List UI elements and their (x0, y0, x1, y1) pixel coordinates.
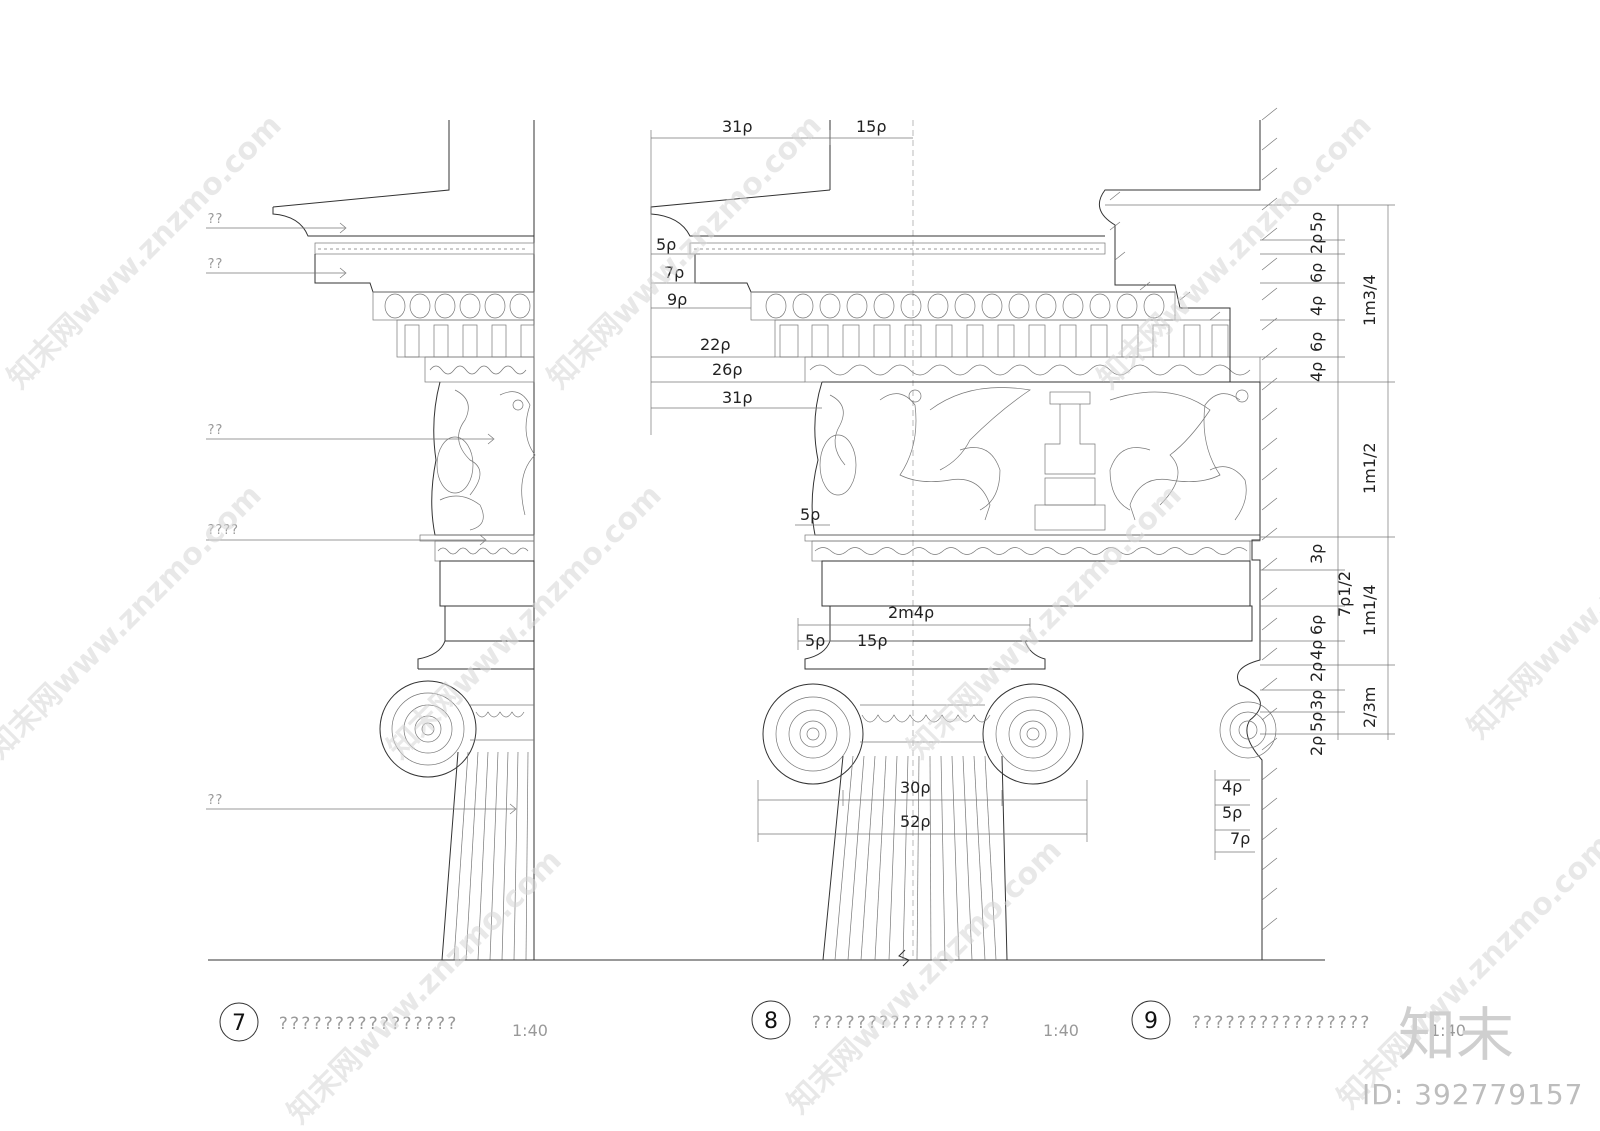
drawing-scale-9: 1:40 (1430, 1021, 1466, 1040)
watermark-text: 知末网www.znzmo.com (281, 843, 569, 1131)
drawing-7: ?? ?? ?? ???? ?? (206, 120, 536, 961)
watermark-text: 知末网www.znzmo.com (381, 478, 669, 766)
dim-9-big5: 2/3m (1360, 687, 1379, 728)
watermark-text: 知末网www.znzmo.com (1, 108, 289, 396)
dim-8-top-1: 31ρ (722, 117, 753, 136)
dim-9-r7: 3ρ (1307, 544, 1326, 564)
dim-9-r8: 6ρ (1307, 615, 1326, 635)
drawing-title-8: ???????????????? (811, 1013, 991, 1033)
dim-9-r1: 5ρ (1307, 212, 1326, 232)
dim-8-left-3: 9ρ (667, 290, 687, 309)
dim-8-left-1: 5ρ (656, 235, 676, 254)
drawing-number-8: 8 (764, 1009, 778, 1034)
watermark-text: 知末网www.znzmo.com (1091, 108, 1379, 396)
dim-9-r10: 2ρ (1307, 662, 1326, 682)
drawing-8: 31ρ 15ρ 5ρ 7ρ 9ρ 22ρ 26ρ 31ρ 5ρ 2m4ρ 5ρ … (650, 117, 1261, 967)
dim-9-p1: 4ρ (1222, 777, 1242, 796)
dim-9-r6: 4ρ (1307, 362, 1326, 382)
dim-9-r5: 6ρ (1307, 332, 1326, 352)
dim-8-left-6: 31ρ (722, 388, 753, 407)
title-block-7: 7 ???????????????? 1:40 (219, 1002, 548, 1042)
dim-9-r9: 4ρ (1307, 640, 1326, 660)
dim-8-cap-2: 52ρ (900, 812, 931, 831)
callout-7-1: ?? (207, 212, 223, 227)
drawing-scale-7: 1:40 (512, 1021, 548, 1040)
dim-9-r11: 3ρ (1307, 690, 1326, 710)
callout-7-2: ?? (207, 257, 223, 272)
dim-9-big3: 7ρ1/2 (1335, 571, 1354, 617)
dim-8-frieze: 5ρ (800, 505, 820, 524)
drawing-scale-8: 1:40 (1043, 1021, 1079, 1040)
drawing-title-7: ???????????????? (278, 1014, 458, 1034)
watermark-text: 知末网www.znzmo.com (901, 478, 1189, 766)
dim-9-p2: 5ρ (1222, 803, 1242, 822)
dim-9-r13: 2ρ (1307, 736, 1326, 756)
callout-7-5: ?? (207, 793, 223, 808)
watermark-text: 知末网www.znzmo.com (781, 833, 1069, 1121)
dim-8-base-3: 15ρ (857, 631, 888, 650)
dim-8-left-5: 26ρ (712, 360, 743, 379)
watermark-id: ID: 392779157 (1362, 1078, 1583, 1111)
dim-9-big1: 1m3/4 (1360, 274, 1379, 326)
dim-8-top-2: 15ρ (856, 117, 887, 136)
drawing-number-9: 9 (1144, 1009, 1158, 1034)
title-block-8: 8 ???????????????? 1:40 (751, 1000, 1079, 1040)
dim-9-big2: 1m1/2 (1360, 442, 1379, 494)
title-block-9: 9 ???????????????? 1:40 (1131, 1000, 1466, 1040)
dim-9-r3: 6ρ (1307, 263, 1326, 283)
dim-8-left-2: 7ρ (664, 263, 684, 282)
dim-8-left-4: 22ρ (700, 335, 731, 354)
dim-9-r12: 5ρ (1307, 712, 1326, 732)
watermark-text: 知末网www.znzmo.com (541, 108, 829, 396)
watermark-text: 知末网www.znzmo.com (1331, 828, 1600, 1116)
watermark-text: 知末网www.znzmo.com (0, 478, 269, 766)
drawing-number-7: 7 (232, 1011, 246, 1036)
dim-8-base-2: 5ρ (805, 631, 825, 650)
dim-8-cap-1: 30ρ (900, 778, 931, 797)
dim-9-r4: 4ρ (1307, 296, 1326, 316)
dim-8-base-1: 2m4ρ (888, 603, 934, 622)
watermark-text: 知末网www.znzmo.com (1461, 458, 1600, 746)
drawing-9: 5ρ 2ρ 6ρ 4ρ 6ρ 4ρ 3ρ 6ρ 4ρ 2ρ 3ρ 5ρ 2ρ 1… (1098, 107, 1395, 960)
dim-9-r2: 2ρ (1307, 234, 1326, 254)
drawing-title-9: ???????????????? (1191, 1013, 1371, 1033)
watermark-logo: 知末 (1398, 1001, 1514, 1069)
callout-7-4: ???? (207, 523, 238, 538)
dim-9-p3: 7ρ (1230, 829, 1250, 848)
dim-9-big4: 1m1/4 (1360, 584, 1379, 636)
callout-7-3: ?? (207, 423, 223, 438)
